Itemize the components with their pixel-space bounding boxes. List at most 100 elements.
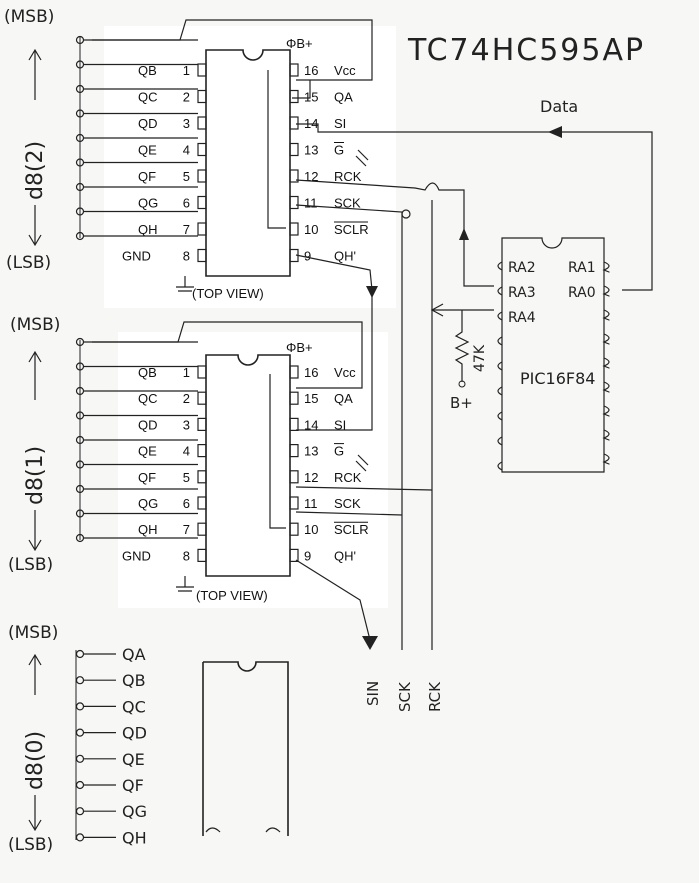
chip2-pin-box-7 <box>197 522 207 536</box>
pic-right-loop-1 <box>602 285 610 297</box>
chip1-pin-label-gnd: GND <box>122 249 151 264</box>
g0-terminal-3 <box>75 728 85 737</box>
g0-terminal-5 <box>75 780 85 790</box>
pic-pin-ra3: RA3 <box>508 285 536 301</box>
chip2-pin-box-10 <box>289 522 299 536</box>
chip2-pin-num-5: 5 <box>183 470 190 485</box>
chip1-pin-box-10 <box>289 222 299 236</box>
chip1-vcc-wire <box>92 19 373 81</box>
pic-right-loop-7 <box>602 429 610 441</box>
chip3-body <box>203 661 289 836</box>
sck-label: SCK <box>396 681 414 712</box>
chip2-pin-label-sclr: SCLR <box>334 522 369 537</box>
chip1-pin-box-11 <box>289 195 299 210</box>
group1-down-arrow-icon <box>28 510 42 552</box>
chip1-pin-label-sck: SCK <box>334 196 361 211</box>
pic-pin-ra2: RA2 <box>508 260 536 276</box>
chip2-pin-box-1 <box>197 365 207 379</box>
chip1-pin-label-qe: QE <box>138 143 157 158</box>
g0-terminal-2 <box>75 702 85 711</box>
chip2-pin-label-qh: QH <box>138 522 158 537</box>
chip2-pin-num-6: 6 <box>183 496 190 511</box>
chip1-pin-num-6: 6 <box>183 196 190 211</box>
pic-left-loop-3 <box>497 336 503 346</box>
g0-terminal-6 <box>75 807 85 816</box>
resistor-label: 47K <box>472 344 488 372</box>
chip2-pin-label-qc: QC <box>138 391 158 406</box>
chip1-pin-box-4 <box>197 142 207 157</box>
chip1-pin-num-15: 15 <box>304 90 318 105</box>
chip1-pin-label-qh-prime: QH' <box>334 249 356 264</box>
chip1-pin-box-12 <box>289 169 299 183</box>
group0-lsb: (LSB) <box>8 835 53 855</box>
chip2-pin-label-sck: SCK <box>334 496 361 511</box>
sin-wire <box>295 559 371 641</box>
pic-left-loop-8 <box>497 461 503 471</box>
ra4-arrow-icon <box>430 303 444 317</box>
chip-title: TC74HC595AP <box>407 33 645 68</box>
sck-junction <box>401 209 411 219</box>
pic-body <box>501 237 605 473</box>
chip1-pin-num-2: 2 <box>183 90 190 105</box>
pic-pin-ra0: RA0 <box>568 285 596 301</box>
chip2-sck-wire <box>295 511 403 516</box>
chip1-ground-icon <box>176 276 194 292</box>
chip1-pin-label-g: G <box>334 143 344 158</box>
chip2-pin-box-9 <box>289 548 299 563</box>
chip2-body <box>205 354 291 577</box>
group0-name: d8(0) <box>23 731 48 790</box>
chip2-pin-box-8 <box>197 548 207 563</box>
chip1-pin-num-3: 3 <box>183 116 190 131</box>
pic-left-loop-6 <box>497 411 503 421</box>
chip2-pin-label-si: SI <box>334 417 346 432</box>
group2-name: d8(2) <box>23 141 48 200</box>
chip2-rck-wire <box>295 486 433 491</box>
chip1-pin-label-qc: QC <box>138 90 158 105</box>
sin-arrow-icon <box>362 636 378 650</box>
chip1-pin-num-8: 8 <box>183 249 190 264</box>
chip2-pin-num-9: 9 <box>304 548 311 563</box>
chip1-pin-box-16 <box>289 63 299 77</box>
chip2-pin-num-16: 16 <box>304 365 318 380</box>
chip2-pin-box-11 <box>289 496 299 510</box>
group2-output-lines <box>75 35 198 241</box>
chain-arrow-icon <box>366 286 378 298</box>
chip2-pin-box-4 <box>197 444 207 458</box>
chip1-pin-label-sclr: SCLR <box>334 222 369 237</box>
chip2-view-label: (TOP VIEW) <box>196 588 268 603</box>
chip1-pin-num-4: 4 <box>183 143 190 158</box>
group0-msb: (MSB) <box>8 623 58 643</box>
chip2-pin-box-12 <box>289 470 299 484</box>
chip2-pin-box-3 <box>197 417 207 431</box>
chip2-pin-num-3: 3 <box>183 417 190 432</box>
chip1-pin-label-rck: RCK <box>334 169 362 184</box>
chip1-pin-box-14 <box>289 116 299 130</box>
chip2-pin-num-4: 4 <box>183 444 190 459</box>
pic-bplus-label: B+ <box>450 394 473 412</box>
pic-right-loop-0 <box>602 261 610 273</box>
chip2-pin-label-qd: QD <box>138 417 158 432</box>
pic-pin-ra4: RA4 <box>508 310 536 326</box>
chip2-pin-num-7: 7 <box>183 522 190 537</box>
chip1-pin-label-qh: QH <box>138 222 158 237</box>
chip2-pin-label-vcc: Vcc <box>334 365 356 380</box>
chip2-pin-label-qb: QB <box>138 365 157 380</box>
chip2-pin-num-1: 1 <box>183 365 190 380</box>
g0-output-label-qe: QE <box>122 750 145 769</box>
chip2-pin-label-qf: QF <box>138 470 156 485</box>
group0-up-arrow-icon <box>28 653 42 695</box>
chip2-pin-num-11: 11 <box>304 496 318 511</box>
data-label: Data <box>540 97 578 116</box>
chip2-pin-box-6 <box>197 496 207 510</box>
group0-down-arrow-icon <box>28 795 42 832</box>
chip2: ΦB+ (TOP VIEW) 1QB2QC3QD4QE5QF6QG7QH8GND… <box>122 340 369 603</box>
chip1-internal-wire <box>267 70 286 229</box>
chip3-break <box>205 827 281 833</box>
chip2-internal-wire <box>269 374 286 529</box>
rck-arrow-icon <box>459 228 469 240</box>
